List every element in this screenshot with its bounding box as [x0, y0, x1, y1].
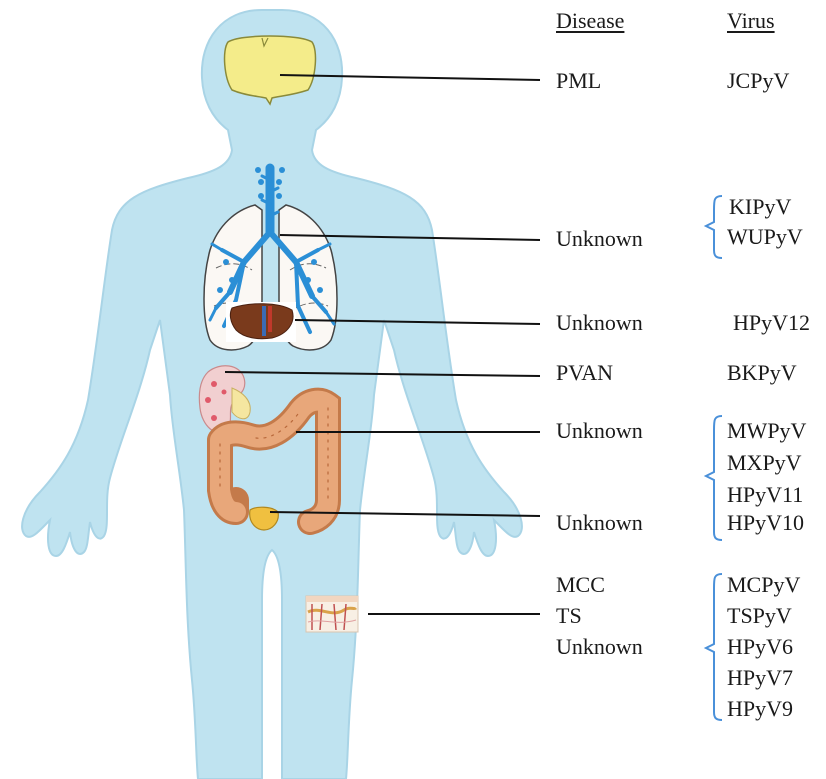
- virus-label: TSPyV: [727, 605, 792, 627]
- disease-label: TS: [556, 605, 582, 627]
- virus-label: KIPyV: [729, 196, 791, 218]
- virus-label: HPyV10: [727, 512, 804, 534]
- disease-label: Unknown: [556, 312, 643, 334]
- disease-label: Unknown: [556, 228, 643, 250]
- virus-brackets: [706, 196, 722, 720]
- disease-label: Unknown: [556, 420, 643, 442]
- bracket-urinary: [706, 416, 722, 540]
- virus-label: HPyV11: [727, 484, 803, 506]
- header-virus: Virus: [727, 10, 775, 32]
- virus-label: MXPyV: [727, 452, 802, 474]
- disease-label: MCC: [556, 574, 605, 596]
- human-body-silhouette: [22, 10, 522, 779]
- virus-label: BKPyV: [727, 362, 797, 384]
- virus-label: JCPyV: [727, 70, 789, 92]
- virus-label: HPyV6: [727, 636, 793, 658]
- virus-label: HPyV9: [727, 698, 793, 720]
- virus-label: MWPyV: [727, 420, 806, 442]
- virus-label: HPyV12: [733, 312, 810, 334]
- disease-label: PVAN: [556, 362, 613, 384]
- bracket-respiratory: [706, 196, 722, 258]
- skin-icon: [306, 596, 358, 632]
- bracket-skin: [706, 574, 722, 720]
- disease-label: Unknown: [556, 512, 643, 534]
- virus-label: MCPyV: [727, 574, 800, 596]
- liver-icon: [226, 302, 296, 342]
- header-disease: Disease: [556, 10, 624, 32]
- virus-label: HPyV7: [727, 667, 793, 689]
- disease-label: Unknown: [556, 636, 643, 658]
- virus-label: WUPyV: [727, 226, 803, 248]
- disease-label: PML: [556, 70, 601, 92]
